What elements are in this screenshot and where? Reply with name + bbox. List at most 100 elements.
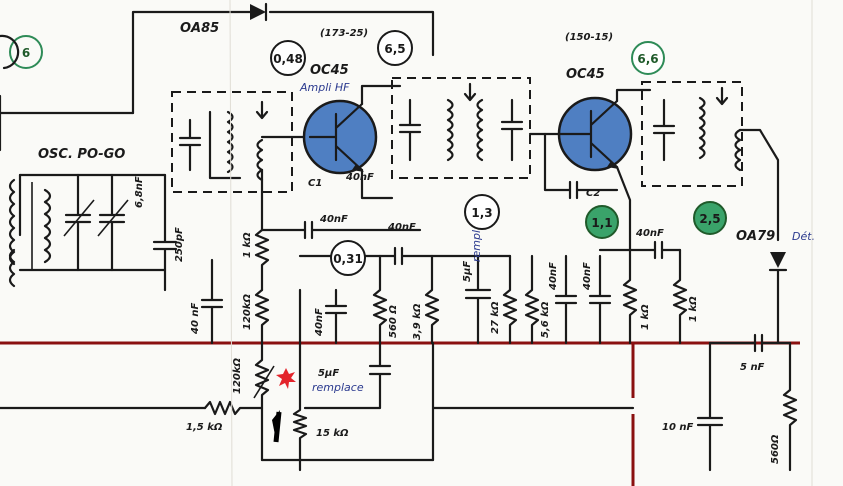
pot-arrow: [253, 365, 275, 399]
remplace-note-b: remplace: [312, 381, 364, 394]
if2-coil-a: [446, 98, 454, 162]
if3-arrow: [715, 86, 729, 106]
if-transformer-1-shield: [171, 91, 293, 193]
capacitor-250pf-label: 250pF: [174, 227, 185, 262]
capacitor-40nf-g-label: 40nF: [635, 228, 664, 239]
diode-oa85: [250, 2, 268, 22]
osc-coil-bottom: [8, 248, 16, 288]
capacitor-40nf-f-label: 40nF: [582, 262, 593, 291]
resistor-120k-b: [254, 341, 270, 462]
resistor-560: [372, 254, 388, 345]
resistor-560-b-label: 560Ω: [770, 434, 781, 464]
marker-6-5: 6,5: [377, 30, 413, 66]
resistor-120k-label: 120kΩ: [242, 293, 253, 330]
capacitor-5uf-b: [303, 341, 392, 410]
if3-cap: [652, 98, 676, 162]
if2-arrow: [463, 82, 477, 102]
marker-star-icon: [276, 368, 296, 389]
svg-text:6,5: 6,5: [384, 42, 405, 56]
resistor-560-label: 560 Ω: [388, 305, 399, 338]
capacitor-5nf: [708, 333, 792, 353]
resistor-1-5k-label: 1,5 kΩ: [186, 422, 223, 433]
diode-oa79: [768, 252, 788, 345]
if-transformer-2-shield: [391, 77, 531, 179]
cap-40nf-g-wire: [598, 240, 682, 260]
resistor-120k: [254, 288, 270, 345]
capacitor-40nf-label-left: 40 nF: [190, 302, 201, 335]
marker-1-1: 1,1: [585, 205, 619, 239]
transistor-oc45-2: [557, 96, 633, 172]
capacitor-5uf-b-label: 5µF: [318, 368, 339, 379]
top-wire-oa85-right: [268, 10, 435, 57]
transistor-1-model: OC45: [310, 63, 349, 78]
variable-capacitor-2: [97, 173, 129, 272]
capacitor-c2-label: C2: [586, 188, 600, 199]
svg-text:6,6: 6,6: [637, 52, 658, 66]
resistor-1k-b: [622, 248, 638, 345]
if1-wire-top: [208, 110, 242, 180]
resistor-120k-b-label: 120kΩ: [232, 357, 243, 394]
resistor-5-6k: [524, 254, 540, 345]
arrow-up-marker-icon: [272, 410, 282, 443]
diode-oa79-note: Dét.: [792, 230, 815, 243]
marker-1-3: 1,3: [464, 194, 500, 230]
transistor-2-model: OC45: [566, 67, 605, 82]
resistor-1k-a-label: 1 kΩ: [242, 232, 253, 258]
t2-emitter-wire: [615, 165, 632, 252]
variable-capacitor-1: [63, 173, 95, 272]
left-partial-circle: [0, 34, 20, 70]
t2-c2-wire: [543, 132, 619, 200]
marker-6-6: 6,6: [631, 41, 665, 75]
svg-text:1,1: 1,1: [591, 216, 612, 230]
cap-40nf-mid: [298, 246, 512, 266]
cap-40nf-lower: [298, 288, 348, 345]
if1-coil2: [256, 138, 264, 182]
if1-coil: [226, 110, 234, 174]
capacitor-5nf-label: 5 nF: [740, 362, 765, 373]
marker-0-31: 0,31: [330, 240, 366, 276]
transistor-oc45-1: [302, 99, 378, 175]
resistor-3-9k-label: 3,9 kΩ: [412, 303, 423, 340]
if3-out-wire: [738, 128, 780, 242]
capacitor-5uf-a: [464, 254, 492, 345]
resistor-5-6k-label: 5,6 kΩ: [540, 301, 551, 338]
capacitor-c1-label: C1: [308, 178, 322, 189]
marker-2-5: 2,5: [693, 201, 727, 235]
if3-coil-b: [734, 128, 742, 172]
resistor-27k-label: 27 kΩ: [490, 301, 501, 334]
transistor-2-code: (150-15): [565, 32, 613, 43]
if1-cap: [178, 118, 202, 172]
lower-wire-right: [431, 341, 635, 462]
bias-ground-1: [200, 258, 224, 345]
resistor-15k: [292, 341, 308, 472]
capacitor-40nf-e-label: 40nF: [548, 262, 559, 291]
marker-0-48: 0,48: [270, 40, 306, 76]
osc-po-go-label: OSC. PO-GO: [38, 147, 125, 162]
capacitor-5uf-a-label: 5µF: [462, 261, 473, 282]
top-wire-oa85: [131, 10, 252, 115]
osc-coil-main: [43, 188, 52, 264]
capacitor-40nf-label-top: 40nF: [319, 214, 348, 225]
if3-coil-a: [698, 96, 706, 160]
capacitor-10nf-label: 10 nF: [662, 422, 694, 433]
t1-emitter-wire: [360, 168, 394, 200]
if-transformer-3-shield: [641, 81, 743, 187]
diode-oa85-label: OA85: [180, 21, 219, 36]
capacitor-6-8nf-label: 6,8nF: [134, 176, 145, 208]
t2-collector-wire: [615, 88, 652, 103]
transistor-1-code: (173-25): [320, 28, 368, 39]
resistor-15k-label: 15 kΩ: [316, 428, 349, 439]
if2-cap-b: [500, 98, 524, 162]
if1-arrow: [255, 100, 269, 120]
paper-crease: [229, 0, 233, 486]
capacitor-40nf-label-mid: 40nF: [387, 222, 416, 233]
capacitor-250pf: [152, 173, 178, 292]
resistor-1k-c: [672, 248, 688, 345]
marker-6: 6: [9, 35, 43, 69]
transistor-1-function: Ampli HF: [299, 81, 350, 94]
svg-text:2,5: 2,5: [699, 212, 720, 226]
svg-text:0,31: 0,31: [333, 252, 363, 266]
if2-coil-b: [476, 98, 484, 162]
